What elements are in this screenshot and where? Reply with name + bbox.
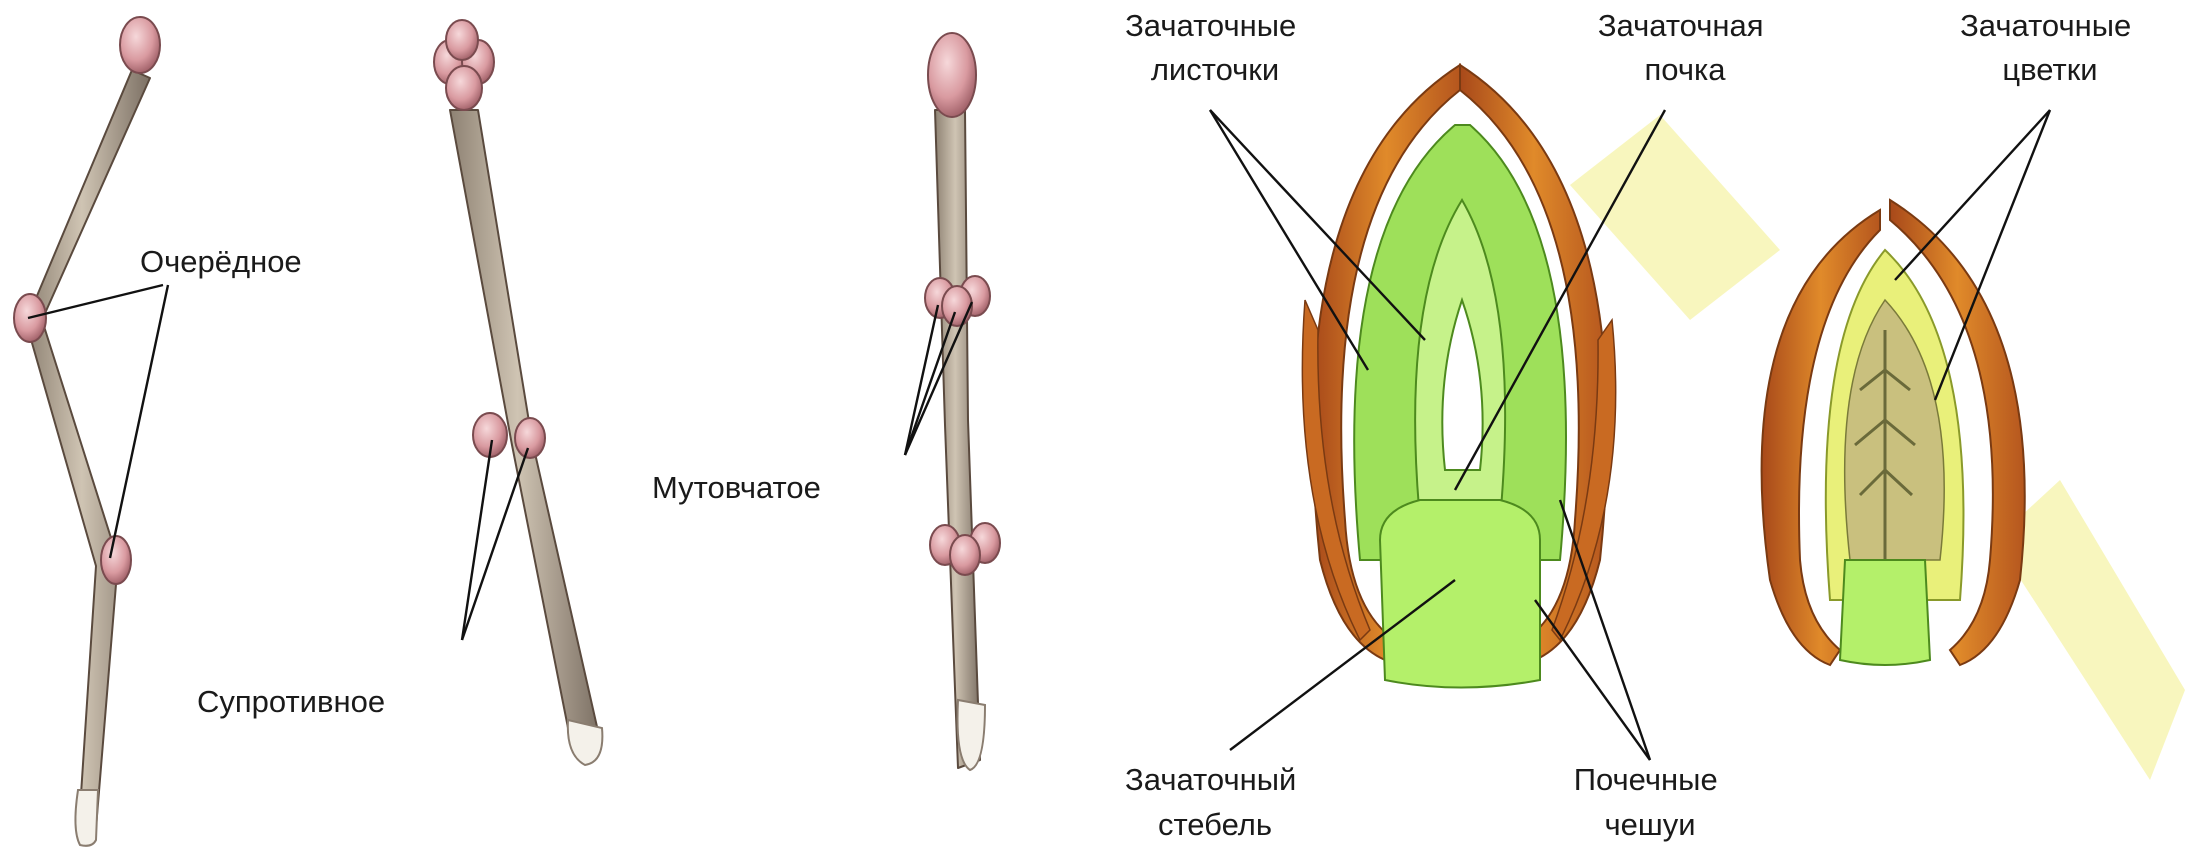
- bud-scales-label: Почечные чешуи: [1574, 762, 1727, 842]
- whorled-twig: [925, 33, 1000, 770]
- embryonic-stem-label: Зачаточный стебель: [1125, 762, 1305, 842]
- embryonic-flowers-label: Зачаточные цветки: [1960, 8, 2140, 87]
- alternate-label: Очерёдное: [140, 244, 302, 279]
- opposite-bud: [515, 418, 545, 458]
- embryonic-bud-label: Зачаточная почка: [1598, 8, 1772, 87]
- opposite-label: Супротивное: [197, 684, 385, 719]
- flower-bud-section: [1762, 200, 2025, 665]
- lateral-bud: [101, 536, 131, 584]
- terminal-bud: [120, 17, 160, 73]
- terminal-bud: [928, 33, 976, 117]
- opposite-twig: [434, 20, 602, 765]
- leader-lines: [28, 110, 2050, 760]
- leaf-bud-section: [1302, 65, 1615, 688]
- embryonic-leaves-label: Зачаточные листочки: [1125, 8, 1305, 87]
- whorled-label: Мутовчатое: [652, 470, 821, 505]
